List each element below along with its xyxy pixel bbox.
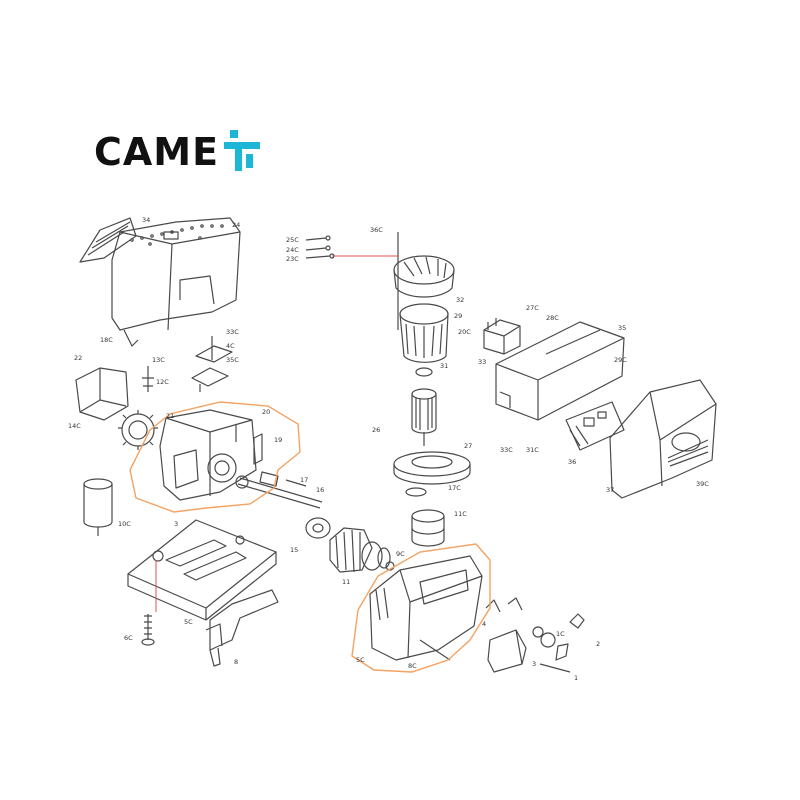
callout-pulley-15: 15 [290,546,298,554]
callout-part-17: 17 [300,476,308,484]
bearing-ring-part [415,367,433,377]
callout-part-8c: 8C [408,662,417,670]
callout-screw-24c: 24C [286,246,299,254]
callout-part-28c: 28C [546,314,559,322]
output-shaft-part [235,433,323,509]
lower-housing-part [369,555,483,661]
callout-screw-39c: 39C [696,480,709,488]
callout-part-9c: 9C [396,550,405,558]
gear-shroud-part [75,367,129,421]
pulley-stack-part [411,509,445,547]
callout-screw-25c: 25C [286,236,299,244]
callout-lid-37: 37 [606,486,614,494]
motor-rotor-part [411,388,437,446]
callout-bolt-12c: 12C [156,378,169,386]
callout-part-31c: 31C [526,446,539,454]
callout-part-3: 3 [532,660,536,668]
callout-bolt-13c: 13C [152,356,165,364]
callout-part-5c: 5C [356,656,365,664]
callout-foot-8: 8 [234,658,238,666]
callout-bracket-c: 35C [226,356,239,364]
brake-disc-part [393,451,471,485]
callout-gear-21: 21 [166,412,174,420]
callout-part-4: 4 [482,620,486,628]
enclosure-lid-part [609,379,717,499]
gear-housing-part [159,409,257,501]
vent-grille-part [79,217,137,263]
callout-part-19: 19 [274,436,282,444]
anchor-bolt-part [141,614,155,646]
control-box-part [495,321,625,421]
rotor-part [329,527,395,573]
callout-screw-36c: 36C [370,226,383,234]
callout-shroud: 22 [74,354,82,362]
callout-fan-32: 32 [456,296,464,304]
callout-shaft-16: 16 [316,486,324,494]
highlight-gear-housing [129,401,301,513]
callout-housing-20: 20 [262,408,270,416]
cooling-fan-part [393,255,455,298]
callout-stator-29: 29 [454,312,462,320]
motor-cover-part [111,217,241,347]
callout-ring-31: 31 [440,362,448,370]
callout-bolt-6c: 6C [124,634,133,642]
callout-box-35: 35 [618,324,626,332]
capacitor-part [83,478,113,536]
callout-part-33c: 33C [500,446,513,454]
callout-part-20c: 20C [458,328,471,336]
came-t-icon [224,130,260,171]
callout-part-11: 11 [342,578,350,586]
callout-vent: 34 [142,216,150,224]
callout-bracket-a: 33C [226,328,239,336]
gearbox-small-parts [485,597,585,673]
circuit-board-part [565,401,625,451]
callout-plate-3: 3 [174,520,178,528]
callout-part-11c: 11C [454,510,467,518]
callout-part-29c: 29C [614,356,627,364]
mounting-foot-part [205,589,279,667]
base-plate-part [127,519,277,621]
callout-bracket-b: 4C [226,342,235,350]
bracket-cluster [142,336,233,392]
transformer-part [483,318,521,355]
callout-part-17c: 17C [448,484,461,492]
callout-part-27c: 27C [526,304,539,312]
callout-part-2: 2 [596,640,600,648]
callout-screw-left: 18C [100,336,113,344]
callout-part-1c: 1C [556,630,565,638]
callout-screw-23c: 23C [286,255,299,263]
callout-cover: 24 [232,221,240,229]
callout-part-1: 1 [574,674,578,682]
callout-transformer: 33 [478,358,486,366]
callout-screw-far-left: 14C [68,422,81,430]
callout-board-36: 36 [568,458,576,466]
brand-logo-text: CAME [94,130,220,174]
callout-rotor-27: 27 [464,442,472,450]
screw-set-top [305,235,335,259]
highlight-lower-housing [351,543,491,673]
stator-part [399,303,449,363]
callout-bracket-5c: 5C [184,618,193,626]
washer-part [405,487,427,497]
pulley-part [305,517,331,539]
drive-gear-part [118,410,158,450]
callout-capacitor: 10C [118,520,131,528]
callout-disc-26: 26 [372,426,380,434]
